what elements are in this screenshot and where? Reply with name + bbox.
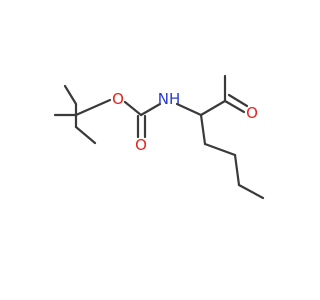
bond-chain-1 [199,113,207,146]
bond-o-to-carbonyl-c [123,100,143,117]
bond-alpha-c-to-cho [199,99,227,117]
molecule-canvas: O O NH O [53,74,265,200]
atom-o-carbonyl: O [135,136,147,154]
bond-chain-2 [203,142,237,157]
atom-o-ester: O [112,90,124,108]
atom-nh-amide: NH [158,90,181,108]
bond-aldehyde-double-1 [223,99,246,114]
bond-n-to-alpha-c [175,102,203,117]
bond-tbu-methyl-bottom [74,125,97,145]
bond-tbu-methyl-top [63,84,78,106]
structure-diagram: O O NH O [53,74,265,200]
bond-aldehyde-double-2 [227,93,249,108]
bond-chain-4 [237,183,265,200]
atom-o-aldehyde: O [246,104,258,122]
bond-tbu-to-o [74,98,112,117]
bond-chain-3 [233,153,241,187]
bond-carbonyl-c-to-n [139,102,162,117]
